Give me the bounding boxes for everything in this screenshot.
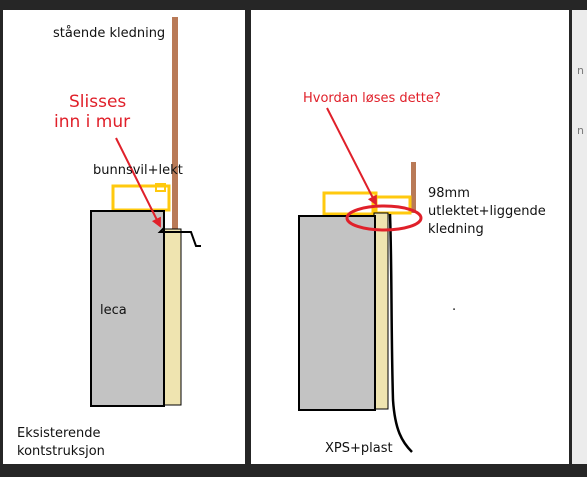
cladding-stub — [411, 162, 416, 213]
question-arrow — [326, 107, 377, 206]
caption-existing-line1: Eksisterende — [17, 426, 101, 441]
label-sill-batten: bunnsvil+lekt — [93, 163, 183, 178]
problem-circle — [345, 204, 423, 232]
flashing-profile — [157, 227, 201, 247]
caption-existing-line2: kontstruksjon — [17, 444, 105, 459]
edge-fragment-2: n — [577, 124, 584, 137]
batten-connector — [155, 183, 166, 192]
slot-arrow — [115, 137, 161, 228]
edge-fragment-1: n — [577, 64, 584, 77]
leca-block-right — [298, 215, 376, 411]
label-slot-line1: Slisses — [69, 92, 127, 112]
xps-insulation-right — [373, 212, 389, 410]
label-standing-cladding: stående kledning — [53, 26, 166, 41]
label-xps-plastic: XPS+plast — [325, 441, 393, 456]
stray-dot: . — [452, 299, 457, 314]
label-slot-line2: inn i mur — [54, 112, 131, 132]
label-leca: leca — [100, 303, 127, 318]
label-98mm: 98mm — [428, 186, 470, 201]
plastic-membrane — [388, 213, 413, 453]
label-question: Hvordan løses dette? — [303, 91, 441, 106]
leca-block — [90, 210, 165, 407]
background-window-strip — [572, 10, 587, 464]
vertical-cladding-board — [172, 17, 178, 230]
label-cladding: kledning — [428, 222, 484, 237]
label-furred-horizontal: utlektet+liggende — [428, 204, 546, 219]
xps-insulation-left — [162, 228, 182, 406]
